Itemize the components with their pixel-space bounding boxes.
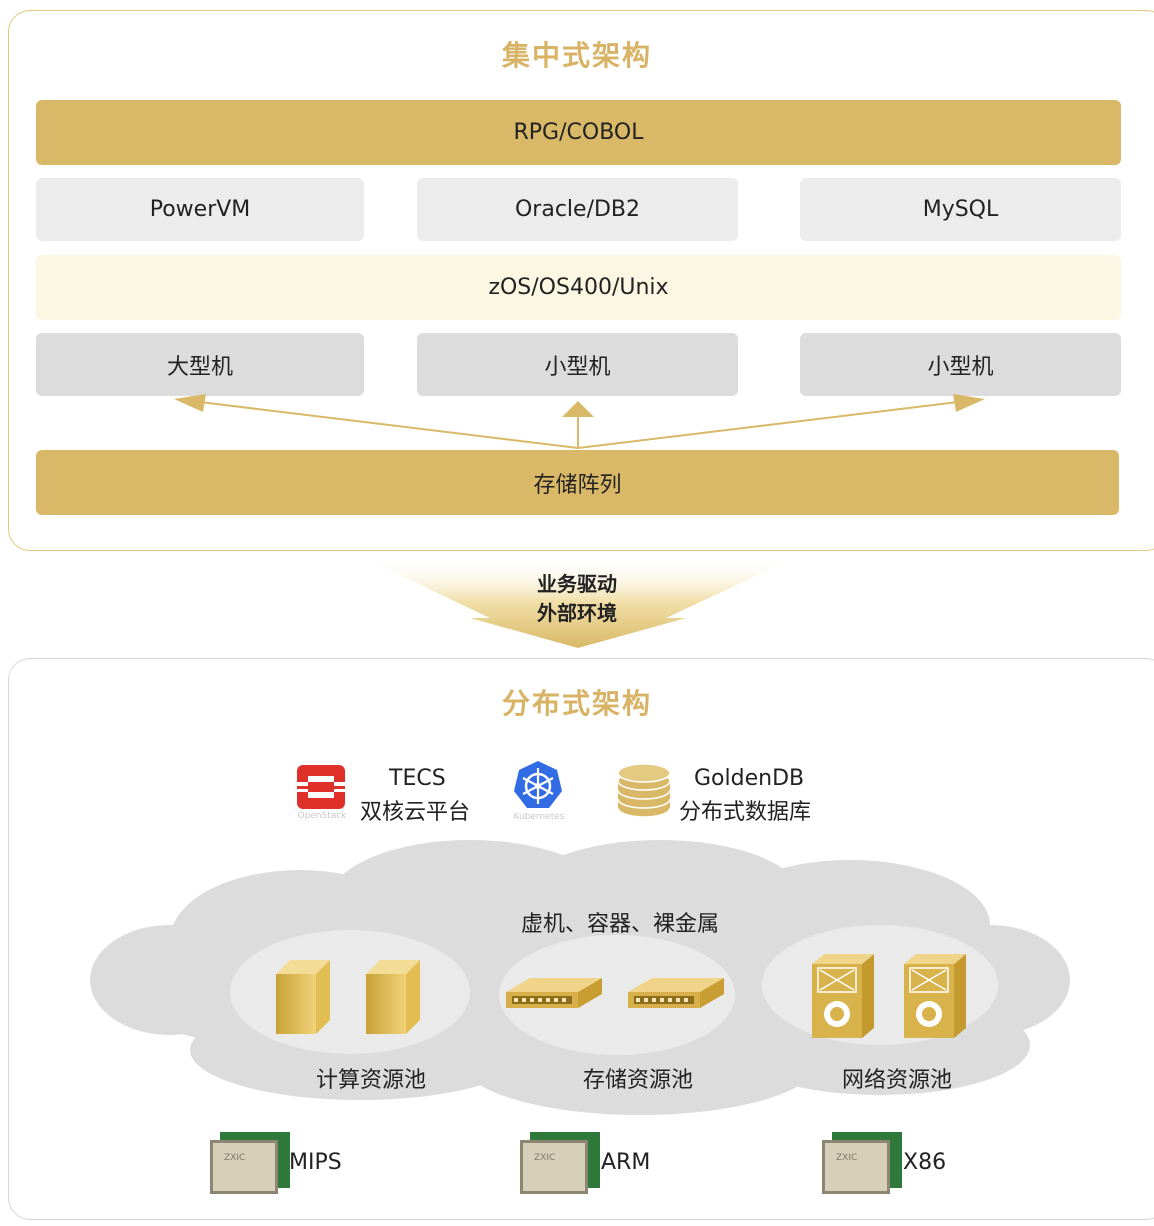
storage-unit-icon bbox=[506, 978, 724, 1008]
x86-chip-icon: ZXIC bbox=[822, 1132, 902, 1194]
centralized-title: 集中式架构 bbox=[501, 39, 652, 72]
storage-array-bar: 存储阵列 bbox=[36, 450, 1119, 515]
goldendb-icon bbox=[617, 763, 671, 818]
storage-pool-label: 存储资源池 bbox=[582, 1068, 693, 1093]
arrowhead-left bbox=[174, 394, 206, 412]
hardware-box-mainframe: 大型机 bbox=[36, 333, 364, 396]
compute-server-icon bbox=[276, 960, 420, 1034]
chip-label-x86: X86 bbox=[903, 1150, 947, 1175]
transition-line-2: 外部环境 bbox=[537, 601, 617, 625]
openstack-logo-text: OpenStack bbox=[297, 811, 347, 821]
distributed-panel bbox=[8, 658, 1154, 1220]
transition-funnel bbox=[360, 556, 798, 648]
os-bar: zOS/OS400/Unix bbox=[36, 255, 1121, 320]
arrow-line-left bbox=[199, 401, 579, 449]
chip-logo-text: ZXIC bbox=[836, 1153, 857, 1163]
network-switch-icon bbox=[812, 954, 966, 1038]
arrowhead-right bbox=[953, 394, 985, 412]
chip-logo-text: ZXIC bbox=[224, 1153, 245, 1163]
network-pool-label: 网络资源池 bbox=[841, 1068, 952, 1093]
arrowhead-center bbox=[562, 401, 594, 417]
tecs-line-1: TECS bbox=[389, 766, 446, 791]
cloud-label: 虚机、容器、裸金属 bbox=[521, 912, 720, 937]
chip-label-arm: ARM bbox=[601, 1150, 651, 1175]
kubernetes-logo-text: Kubernetes bbox=[513, 812, 565, 822]
software-box-powervm: PowerVM bbox=[36, 178, 364, 241]
goldendb-line-2: 分布式数据库 bbox=[679, 800, 812, 825]
arm-chip-icon: ZXIC bbox=[520, 1132, 600, 1194]
hardware-box-minicomputer-2: 小型机 bbox=[800, 333, 1121, 396]
storage-arrows bbox=[174, 394, 985, 449]
hardware-box-minicomputer-1: 小型机 bbox=[417, 333, 738, 396]
goldendb-line-1: GoldenDB bbox=[694, 766, 805, 791]
tecs-line-2: 双核云平台 bbox=[360, 800, 471, 825]
chip-logo-text: ZXIC bbox=[534, 1153, 555, 1163]
kubernetes-icon bbox=[514, 761, 562, 808]
software-box-oracle: Oracle/DB2 bbox=[417, 178, 738, 241]
arrow-line-right bbox=[577, 401, 959, 449]
mips-chip-icon: ZXIC bbox=[210, 1132, 290, 1194]
openstack-icon bbox=[297, 765, 345, 809]
compute-pool-label: 计算资源池 bbox=[315, 1068, 426, 1093]
software-box-mysql: MySQL bbox=[800, 178, 1121, 241]
transition-line-1: 业务驱动 bbox=[537, 572, 617, 596]
chip-label-mips: MIPS bbox=[289, 1150, 342, 1175]
distributed-title: 分布式架构 bbox=[501, 687, 652, 720]
funnel-shape bbox=[360, 556, 798, 648]
rpg-cobol-bar: RPG/COBOL bbox=[36, 100, 1121, 165]
centralized-panel bbox=[8, 10, 1154, 551]
